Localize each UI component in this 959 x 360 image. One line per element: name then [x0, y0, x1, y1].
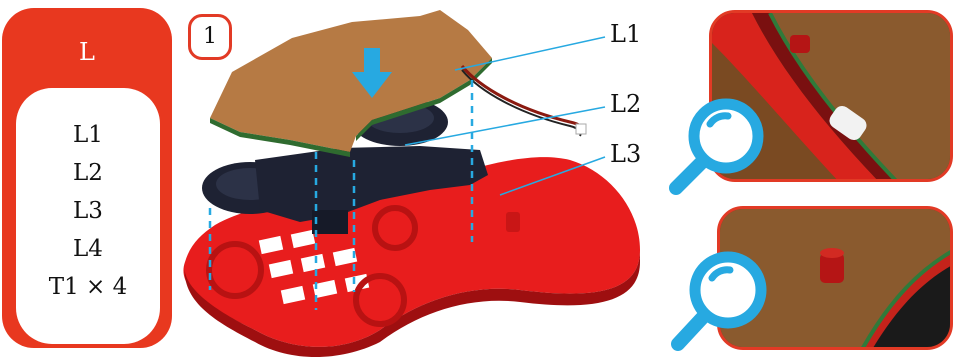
- callout-label: L1: [610, 20, 641, 48]
- magnifier-icon: [666, 248, 774, 356]
- callout-label: L3: [610, 140, 641, 168]
- callout-label: L2: [610, 90, 641, 118]
- magnifier-icon: [666, 94, 770, 198]
